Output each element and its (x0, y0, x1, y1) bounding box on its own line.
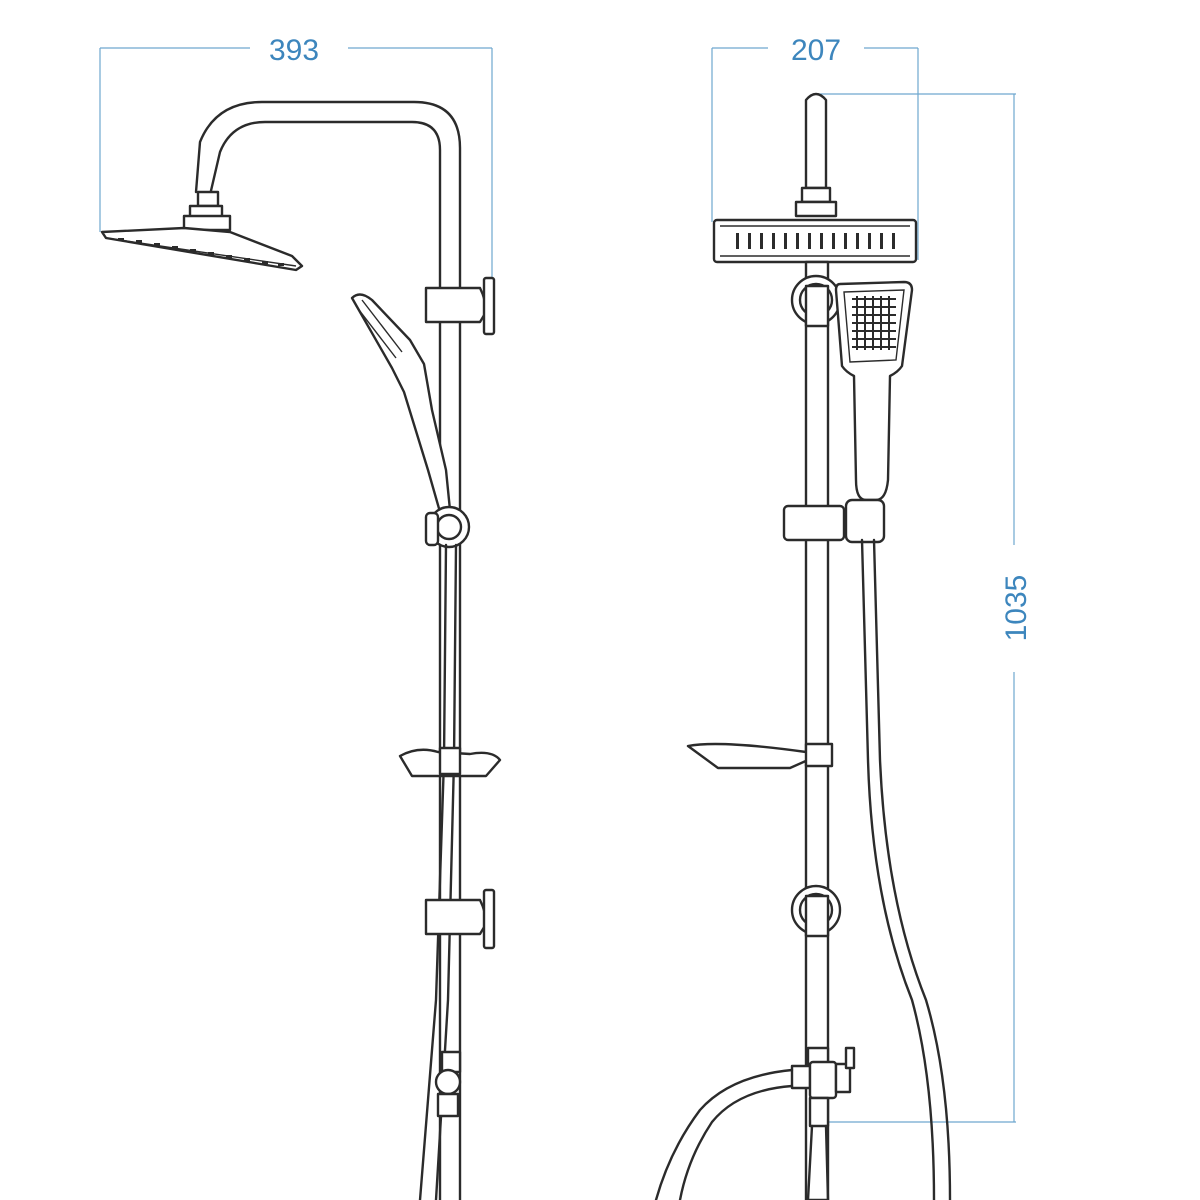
dimension-label-393: 393 (269, 34, 319, 67)
front-lower-hose-loop (654, 1068, 794, 1200)
front-lower-hose-inner (824, 1124, 830, 1200)
side-riser-pipe-inner (194, 100, 462, 1200)
side-soap-dish (398, 746, 502, 778)
side-hand-shower (350, 293, 452, 514)
side-diverter-valve (434, 1050, 462, 1118)
front-top-wall-bracket (790, 274, 842, 328)
side-swivel-joint (182, 190, 232, 232)
front-swivel-connector (800, 186, 832, 204)
front-slider-bracket (782, 498, 886, 544)
front-shower-hose-inner (860, 538, 936, 1200)
front-lower-hose-loop-inner (678, 1084, 794, 1200)
front-overhead-pipe (804, 92, 828, 190)
side-bottom-wall-bracket (424, 888, 496, 950)
front-hand-shower (834, 280, 914, 502)
dimension-height: 1035 (818, 93, 1033, 1123)
side-top-wall-bracket (424, 276, 496, 336)
side-slider-bracket (424, 505, 471, 549)
front-bottom-wall-bracket (790, 884, 842, 938)
front-shower-hose (872, 538, 952, 1200)
front-rain-shower-head (712, 218, 918, 264)
side-shower-hose (418, 543, 448, 1200)
front-riser-pipe (804, 260, 830, 1200)
dimension-front-width: 207 (711, 34, 919, 260)
front-soap-dish (686, 742, 834, 770)
dimension-label-207: 207 (791, 34, 841, 67)
dimension-side-width: 393 (99, 34, 493, 278)
side-riser-pipe (208, 120, 442, 1200)
front-diverter-valve (790, 1046, 856, 1128)
dimension-label-1035: 1035 (1000, 575, 1033, 642)
front-view (654, 92, 952, 1200)
side-view (100, 100, 502, 1200)
hand-shower-nozzle-grid (852, 296, 896, 350)
front-lower-hose (806, 1124, 814, 1200)
side-rain-shower-head (100, 226, 304, 272)
